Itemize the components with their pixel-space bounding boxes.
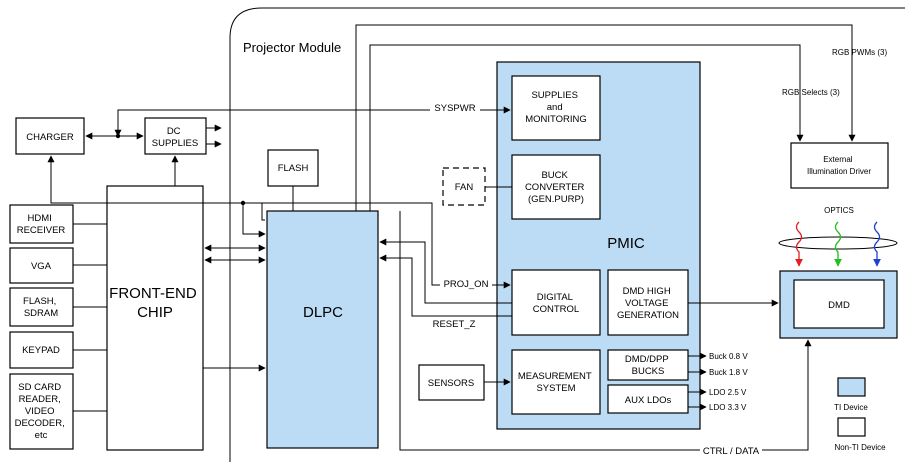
syspwr-label-bg (430, 101, 480, 113)
optics-label: OPTICS (824, 206, 854, 215)
fan-label: FAN (455, 182, 474, 193)
supplies-monitoring-block (511, 75, 601, 141)
frontend-to-charger (47, 155, 243, 204)
dlpc-label: DLPC (303, 304, 343, 321)
proj-on-label: PROJ_ON (444, 279, 489, 290)
dlpc-block (266, 210, 379, 449)
vga-block (9, 247, 74, 284)
sensors-label: SENSORS (428, 378, 474, 389)
ctrl-data-label: CTRL / DATA (703, 446, 760, 457)
digital-to-dlpc-2 (379, 254, 512, 317)
buck-converter-block (511, 154, 601, 220)
module-title: Projector Module (243, 40, 341, 55)
front-end-chip-block (106, 185, 204, 451)
keypad-label: KEYPAD (22, 345, 60, 356)
pmic-label: PMIC (607, 235, 645, 252)
dmd-hv-label: DMD HIGH VOLTAGE GENERATION (617, 286, 679, 321)
hdmi-receiver-block (9, 204, 74, 244)
dmd-hv-block (607, 269, 689, 336)
dmd-inner-block (793, 279, 885, 329)
external-illumination-label: External Illumination Driver (807, 155, 871, 176)
keypad-block (9, 331, 74, 369)
flash-label: FLASH (278, 163, 309, 174)
red-beam (795, 221, 803, 267)
flash-sdram-block (9, 287, 74, 327)
external-illumination-block (790, 142, 889, 189)
dmd-dpp-bucks-label: DMD/DPP BUCKS (625, 354, 671, 377)
rgb-selects-label: RGB Selects (3) (782, 88, 840, 97)
junction-to-dlpc-2 (243, 202, 265, 221)
syspwr-label: SYSPWR (434, 103, 475, 114)
charger-block (15, 117, 85, 155)
junction-to-dlpc-1 (242, 203, 266, 238)
optics-lens (778, 236, 898, 250)
rgb-pwms-line (355, 24, 856, 211)
buck-08-label: Buck 0.8 V (709, 352, 748, 361)
digital-control-label: DIGITAL CONTROL (533, 292, 579, 315)
flash-block (267, 149, 319, 187)
sd-card-label: SD CARD READER, VIDEO DECODER, etc (15, 382, 68, 441)
measurement-system-label: MEASUREMENT SYSTEM (518, 371, 594, 394)
reset-z-label: RESET_Z (433, 319, 476, 330)
supplies-monitoring-label: SUPPLIES and MONITORING (525, 90, 587, 125)
syspwr-line (114, 106, 511, 137)
vga-label: VGA (31, 261, 52, 272)
digital-to-dlpc-1 (379, 238, 512, 304)
legend-non-ti-swatch (837, 417, 866, 437)
sensors-block (418, 364, 485, 401)
reset-z-label-bg (430, 317, 478, 329)
hdmi-receiver-label: HDMI RECEIVER (17, 213, 66, 236)
buck-converter-label: BUCK CONVERTER (GEN.PURP) (525, 170, 587, 205)
dmd-dpp-bucks-block (607, 349, 689, 381)
buck-18-label: Buck 1.8 V (709, 368, 748, 377)
measurement-system-block (511, 349, 601, 415)
ctrl-data-label-bg (700, 444, 762, 456)
blue-beam (873, 221, 881, 267)
green-beam (834, 221, 842, 267)
aux-ldos-label: AUX LDOs (625, 395, 672, 406)
legend-ti-swatch (837, 377, 866, 397)
ctrl-data-line (399, 211, 812, 451)
dmd-label: DMD (828, 300, 850, 311)
charger-label: CHARGER (26, 132, 74, 143)
ldo-33-label: LDO 3.3 V (709, 403, 747, 412)
front-end-chip-label: FRONT-END CHIP (109, 285, 201, 321)
legend-ti-label: TI Device (834, 403, 868, 412)
projector-module-boundary (229, 7, 905, 462)
proj-on-label-bg (440, 277, 492, 289)
legend-non-ti-label: Non-TI Device (834, 443, 886, 452)
ldo-25-label: LDO 2.5 V (709, 388, 747, 397)
flash-sdram-label: FLASH, SDRAM (23, 296, 59, 319)
rgb-pwms-label: RGB PWMs (3) (832, 48, 887, 57)
aux-ldos-block (607, 384, 689, 414)
rgb-selects-line (369, 44, 804, 211)
